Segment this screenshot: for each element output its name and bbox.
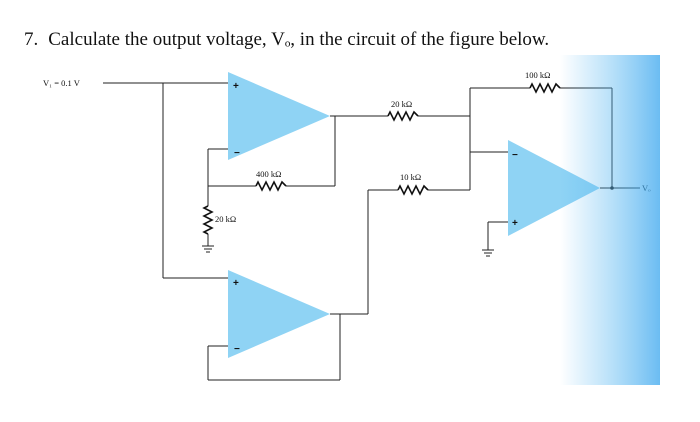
- opamp-1-triangle: [228, 72, 330, 160]
- opamp-2-triangle: [228, 270, 330, 358]
- resistor-20k-top: [387, 110, 419, 122]
- resistor-400k-label: 400 kΩ: [256, 169, 281, 179]
- opamp-2-plus-sign: +: [233, 278, 239, 289]
- resistor-10k: [397, 184, 429, 196]
- screen-glare: [560, 55, 660, 385]
- opamp-3-plus-sign: +: [512, 218, 518, 229]
- resistor-10k-label: 10 kΩ: [400, 172, 421, 182]
- resistor-20k-ground: [202, 205, 214, 235]
- resistor-20k-top-label: 20 kΩ: [391, 99, 412, 109]
- opamp-1-plus-sign: +: [233, 81, 239, 92]
- opamp-1-minus-sign: −: [234, 148, 240, 159]
- resistor-400k: [255, 180, 287, 192]
- resistor-100k-label: 100 kΩ: [525, 70, 550, 80]
- opamp-3-triangle: [508, 140, 600, 236]
- question-text: 7. Calculate the output voltage, Vₒ, in t…: [24, 29, 549, 51]
- question-number: 7.: [24, 29, 39, 50]
- opamp-3-minus-sign: −: [512, 150, 518, 161]
- input-voltage-label: V₁ = 0.1 V: [43, 78, 81, 88]
- resistor-100k: [529, 82, 561, 94]
- opamp-2-minus-sign: −: [234, 344, 240, 355]
- resistor-20k-ground-label: 20 kΩ: [215, 214, 236, 224]
- question-body: Calculate the output voltage, Vₒ, in the…: [48, 29, 550, 50]
